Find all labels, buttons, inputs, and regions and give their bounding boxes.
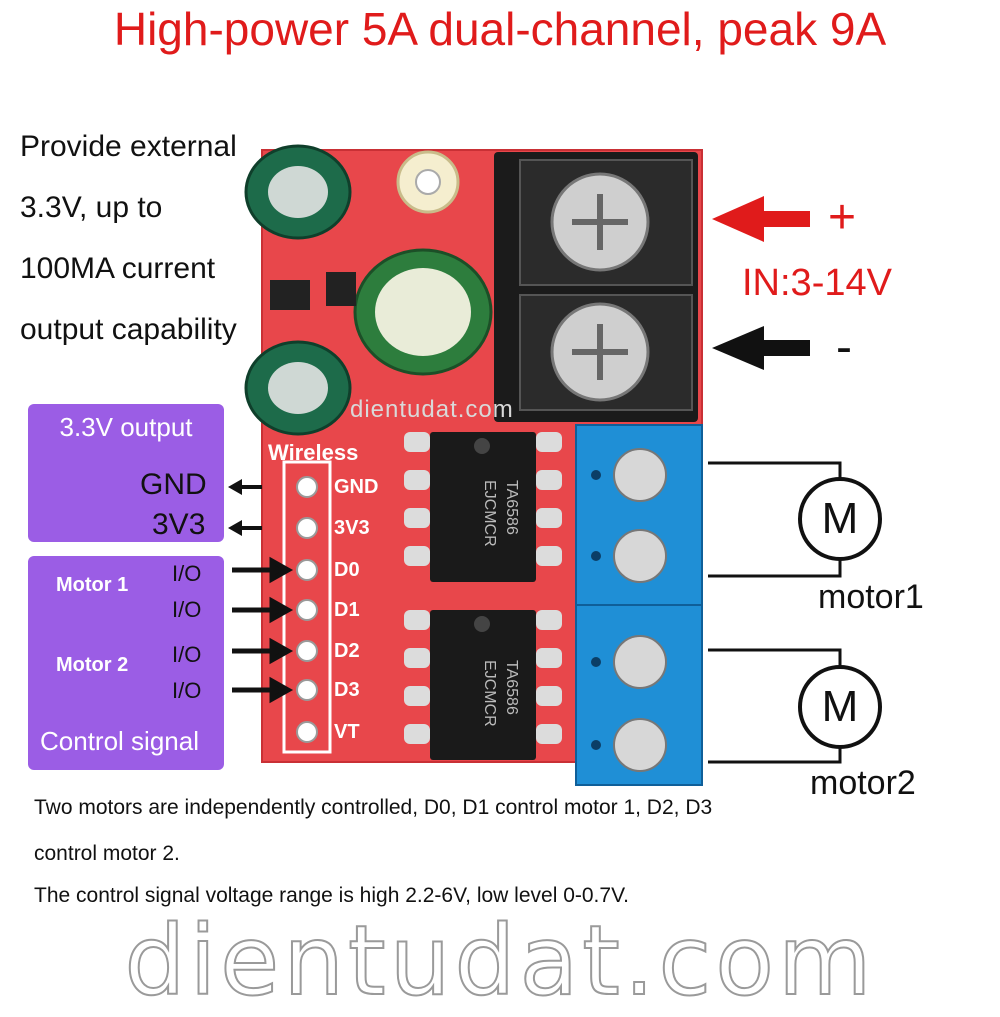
pin-label-3v3: 3V3 — [334, 517, 370, 539]
power-terminal — [494, 152, 698, 422]
capacitor-bottom-icon — [244, 340, 352, 436]
pin-label-d0: D0 — [334, 559, 360, 581]
motor2-label: motor2 — [810, 764, 916, 802]
driver-chip-1 — [430, 432, 536, 582]
io-label-d3: I/O — [172, 678, 202, 703]
gnd-label: GND — [140, 468, 207, 501]
note-line-2: 3.3V, up to — [20, 191, 163, 224]
motor-wires — [708, 461, 842, 764]
motor1-symbol: M — [821, 494, 859, 543]
control-panel — [28, 556, 224, 770]
pin-label-d2: D2 — [334, 640, 360, 662]
motor1-symbol-icon — [798, 477, 882, 561]
watermark-large: dientudat.com — [124, 904, 876, 1017]
pin-holes — [296, 476, 318, 743]
chip1-marking-2: EJCMCR — [481, 480, 498, 547]
description-line-1: Two motors are independently controlled,… — [34, 796, 713, 819]
arrow-plus-icon — [712, 196, 810, 242]
motor1-label: motor1 — [818, 578, 924, 616]
motor1-terminal — [575, 424, 703, 606]
pin-label-vt: VT — [334, 721, 360, 743]
description-line-3: The control signal voltage range is high… — [34, 884, 629, 907]
arrow-gnd-icon — [228, 479, 262, 495]
page-title: High-power 5A dual-channel, peak 9A — [113, 3, 887, 55]
description-line-2: control motor 2. — [34, 842, 180, 865]
input-voltage-label: IN:3-14V — [742, 262, 892, 304]
chip1-marking: TA6586 — [503, 480, 520, 535]
io-arrows — [232, 556, 294, 704]
silk-wireless: Wireless — [268, 440, 359, 465]
output-heading: 3.3V output — [59, 412, 193, 442]
arrow-3v3-icon — [228, 520, 262, 536]
chip2-marking-2: EJCMCR — [481, 660, 498, 727]
motor2-terminal — [575, 604, 703, 786]
control-signal-label: Control signal — [40, 726, 199, 756]
watermark-small: dientudat.com — [350, 396, 514, 423]
capacitor-top-icon — [244, 144, 352, 240]
pin-label-d3: D3 — [334, 679, 360, 701]
pin-label-d1: D1 — [334, 599, 360, 621]
driver-chip-2 — [430, 610, 536, 760]
motor2-symbol-icon — [798, 665, 882, 749]
note-line-1: Provide external — [20, 130, 237, 163]
io-label-d2: I/O — [172, 642, 202, 667]
v33-label: 3V3 — [152, 508, 206, 541]
capacitor-large-icon — [353, 248, 493, 376]
motor1-control-label: Motor 1 — [56, 574, 129, 596]
regulator-chip — [270, 280, 310, 310]
chip2-marking: TA6586 — [503, 660, 520, 715]
minus-label: - — [836, 321, 852, 374]
arrow-minus-icon — [712, 326, 810, 370]
external-power-note: Provide external 3.3V, up to 100MA curre… — [20, 116, 280, 360]
motor2-control-label: Motor 2 — [56, 654, 129, 676]
diode-chip — [326, 272, 356, 306]
io-label-d0: I/O — [172, 561, 202, 586]
output-panel: 3.3V output — [28, 404, 224, 542]
pin-label-gnd: GND — [334, 476, 379, 498]
chip-pads — [404, 432, 562, 744]
note-line-3: 100MA current — [20, 252, 216, 285]
plus-label: + — [828, 191, 857, 244]
io-label-d1: I/O — [172, 597, 202, 622]
note-line-4: output capability — [20, 313, 237, 346]
motor2-symbol: M — [821, 682, 859, 731]
